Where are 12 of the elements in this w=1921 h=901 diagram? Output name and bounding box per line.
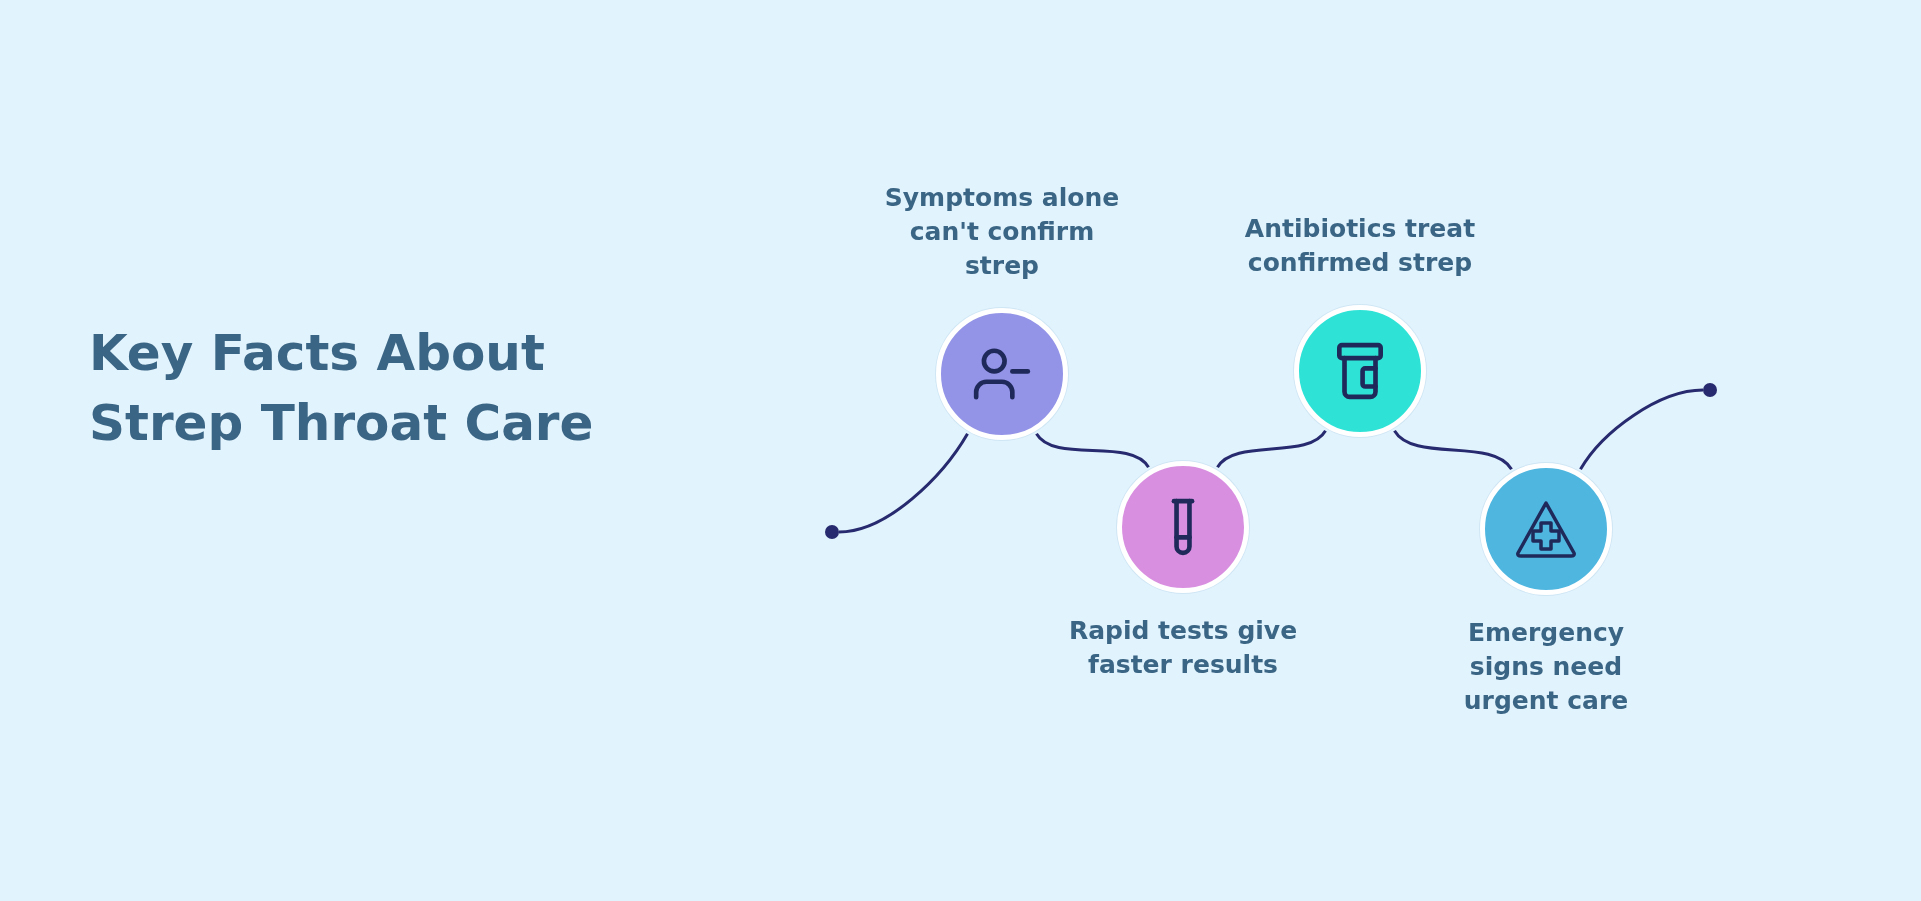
- step-label: Symptoms alone can't confirm strep: [884, 182, 1120, 282]
- wave-connector: [1035, 432, 1150, 469]
- end-dot: [825, 525, 839, 539]
- step-label: Antibiotics treat confirmed strep: [1243, 213, 1477, 279]
- end-dot: [1703, 383, 1717, 397]
- step-label: Rapid tests give faster results: [1067, 615, 1299, 681]
- wave-connector: [1579, 388, 1704, 471]
- title: Key Facts About Strep Throat Care: [89, 323, 595, 454]
- wave-connector: [1393, 429, 1513, 471]
- wave-connector: [838, 432, 969, 534]
- wave-connector: [1216, 429, 1327, 469]
- step-label: Emergency signs need urgent care: [1462, 617, 1630, 717]
